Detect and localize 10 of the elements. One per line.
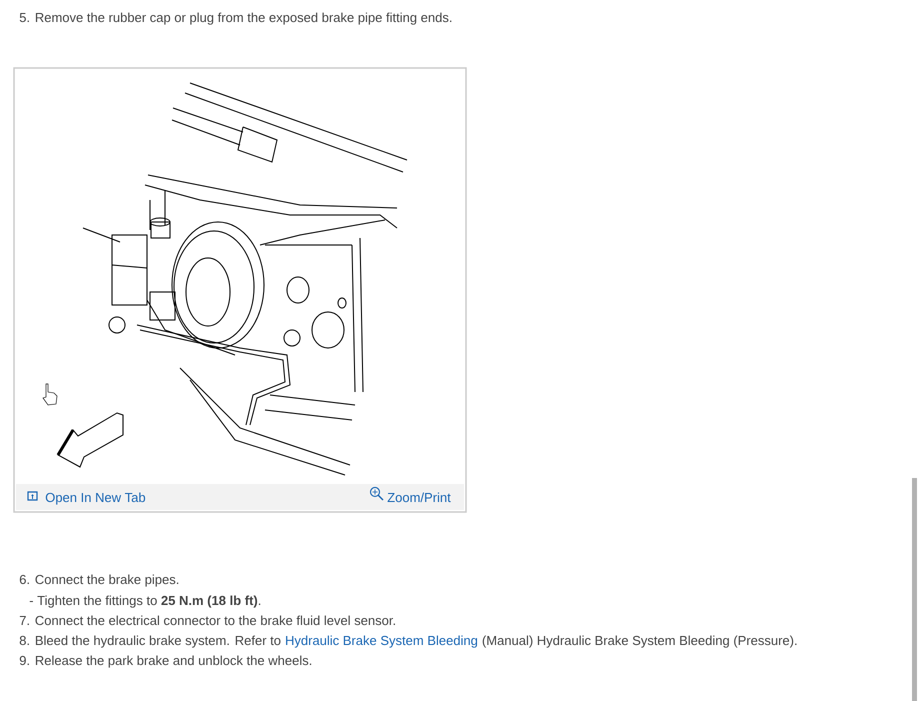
step-text: 7. Connect the electrical connector to the brake fluid level sensor. — [20, 616, 395, 626]
step-text: (Manual) Hydraulic Brake System Bleeding (Pressure). — [482, 636, 796, 648]
step-text: 8. Bleed the hydraulic brake system. Refer to — [20, 636, 280, 648]
step-text: 5. Remove the rubber cap or plug from the exposed brake pipe fitting ends. — [20, 12, 452, 25]
zoom-print-link: Zoom/Print — [388, 492, 451, 502]
step-text: - Tighten the fittings to 25 N.m (18 lb ft). — [30, 596, 260, 608]
step-text: 9. Release the park brake and unblock the wheels. — [20, 656, 312, 668]
hyperlink: Hydraulic Brake System Bleeding — [286, 636, 478, 648]
step-text: 6. Connect the brake pipes. — [20, 574, 178, 587]
open-tab-link: Open In New Tab — [46, 492, 146, 505]
